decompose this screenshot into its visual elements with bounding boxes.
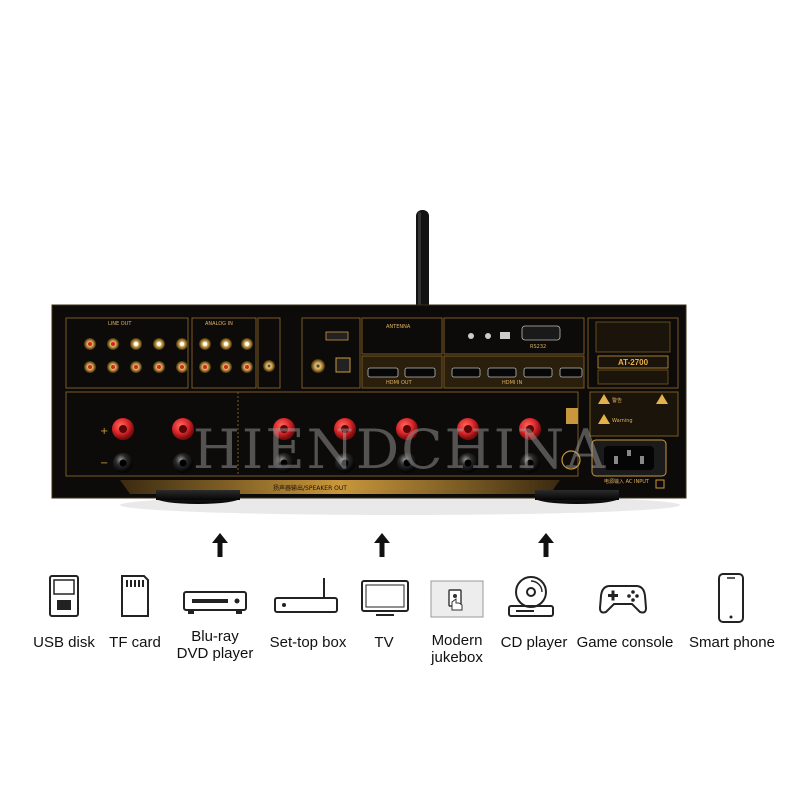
caption-game-console: Game console: [576, 634, 674, 651]
caption-dvd-player: Blu-ray DVD player: [176, 628, 254, 662]
caption-usb-disk: USB disk: [33, 634, 95, 651]
cd-player-icon: [508, 576, 554, 617]
hdmi-in-label: HDMI IN: [502, 380, 523, 386]
up-arrow-icon: [212, 533, 228, 557]
up-arrow-icon: [538, 533, 554, 557]
warning-en-label: Warning: [612, 418, 633, 424]
svg-text:−: −: [100, 458, 108, 469]
antenna-label: ANTENNA: [386, 324, 411, 330]
svg-text:+: +: [100, 426, 108, 437]
caption-jukebox: Modern jukebox: [431, 632, 483, 666]
caption-set-top-box: Set-top box: [269, 634, 347, 651]
model-number: AT-2700: [617, 358, 649, 367]
usb-disk-icon: [49, 575, 79, 617]
rs232-label: RS232: [530, 344, 547, 350]
caption-smart-phone: Smart phone: [689, 634, 775, 651]
ac-input-label: 电源输入 AC INPUT: [604, 479, 649, 485]
up-arrow-icon: [374, 533, 390, 557]
caption-cd-player: CD player: [500, 634, 568, 651]
smart-phone-icon: [718, 573, 744, 623]
caption-tf-card: TF card: [109, 634, 161, 651]
game-console-icon: [598, 585, 648, 614]
hdmi-out-label: HDMI OUT: [386, 380, 412, 386]
tv-icon: [361, 580, 409, 616]
jukebox-icon: [430, 580, 484, 618]
caption-tv: TV: [374, 634, 394, 651]
analog-in-label: ANALOG IN: [205, 321, 233, 327]
dvd-player-icon: [183, 591, 247, 614]
speaker-out-label: 扬声器输出/SPEAKER OUT: [273, 485, 347, 492]
tf-card-icon: [121, 575, 149, 617]
warning-label: 警告: [612, 398, 623, 404]
set-top-box-icon: [274, 578, 338, 613]
line-out-label: LINE OUT: [108, 321, 132, 327]
